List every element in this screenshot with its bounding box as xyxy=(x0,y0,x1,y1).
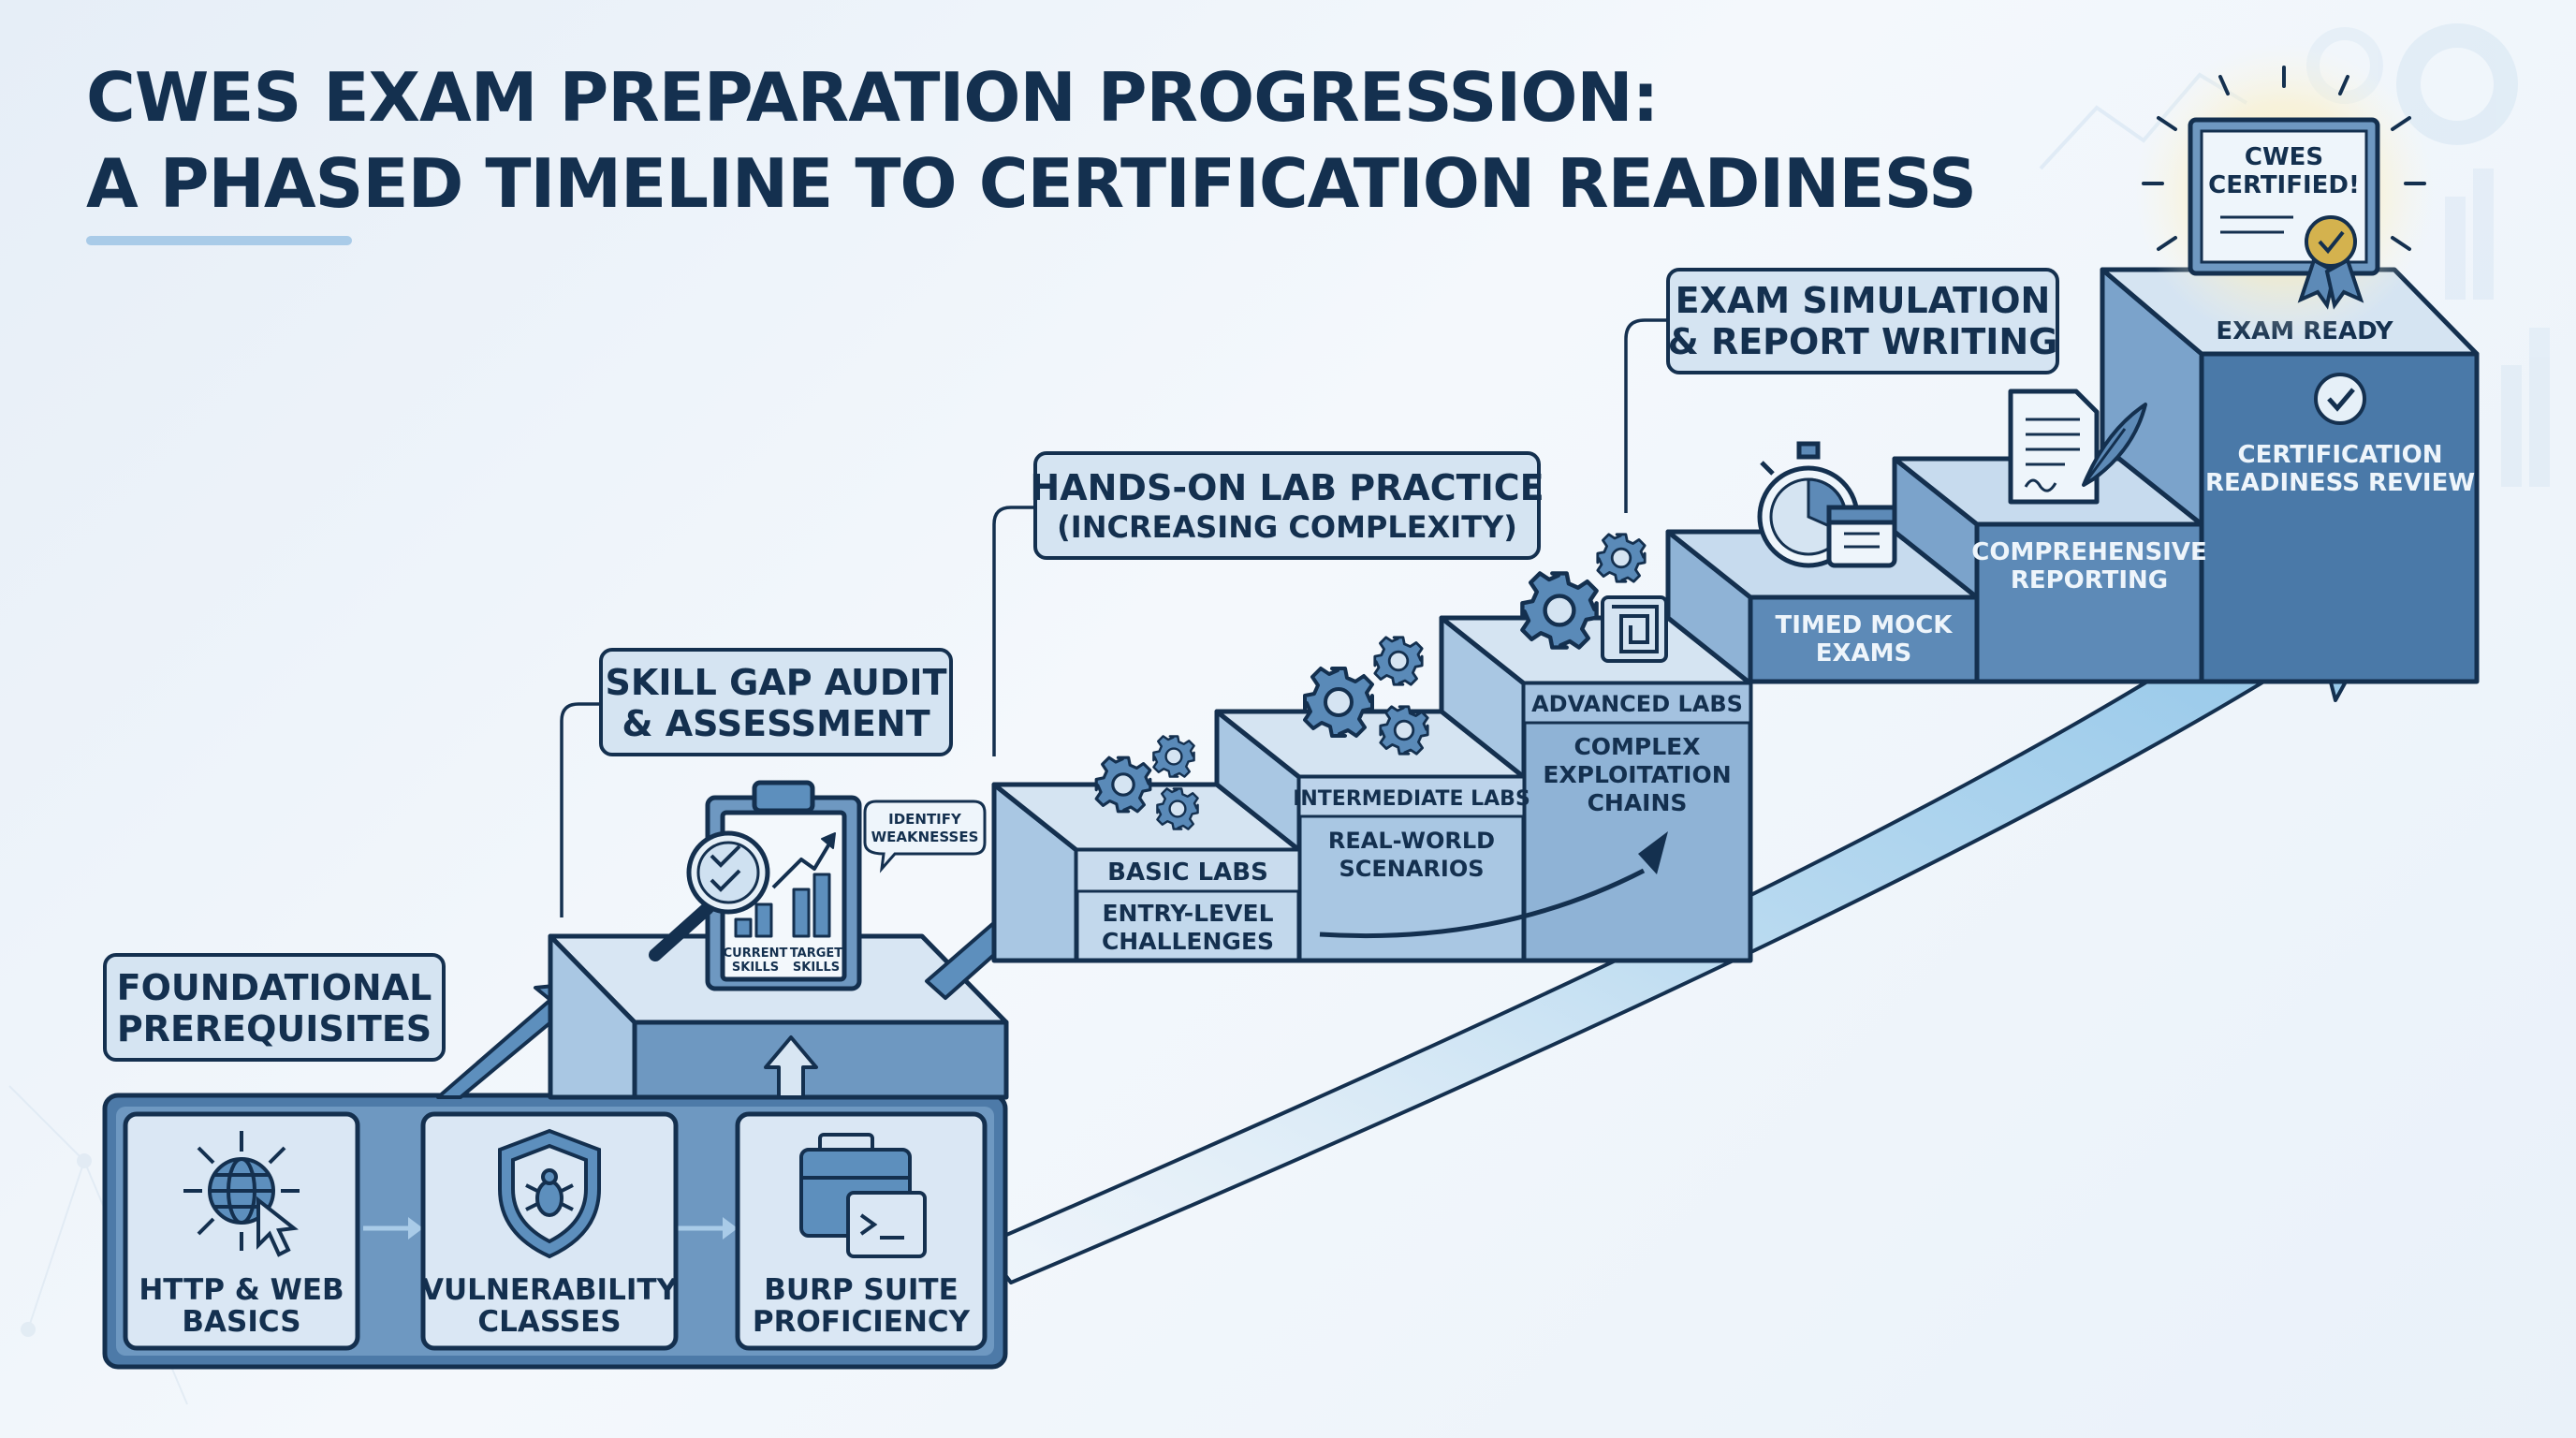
current-skills-line2: SKILLS xyxy=(732,961,779,975)
vuln-label-line1: VULNERABILITY xyxy=(421,1273,678,1307)
skill-gap-line1: SKILL GAP AUDIT xyxy=(606,662,947,703)
phase-foundational: FOUNDATIONAL PREREQUISITES xyxy=(103,953,446,1062)
review-label-line2: READINESS REVIEW xyxy=(2205,469,2475,497)
advanced-gears-maze-icon xyxy=(1522,533,1668,663)
globe-cursor-icon xyxy=(183,1131,300,1257)
intermediate-labs-label: INTERMEDIATE LABS xyxy=(1293,787,1530,811)
exam-sim-line1: EXAM SIMULATION xyxy=(1676,280,2051,321)
mock-label-line2: EXAMS xyxy=(1816,639,1912,668)
background-decoration xyxy=(8,23,2550,1405)
lab-progress-arrow xyxy=(1319,831,1668,939)
intermediate-labs-step: INTERMEDIATE LABS REAL-WORLD SCENARIOS xyxy=(1293,775,1530,882)
basic-labs-step: BASIC LABS ENTRY-LEVEL CHALLENGES xyxy=(1075,848,1301,955)
comprehensive-reporting-step: COMPREHENSIVE REPORTING xyxy=(1971,538,2206,594)
exam-sim-line2: & REPORT WRITING xyxy=(1668,321,2058,362)
check-circle-icon xyxy=(2314,373,2366,425)
vulnerability-classes-card: VULNERABILITY CLASSES xyxy=(420,1111,679,1351)
intermediate-labs-desc1: REAL-WORLD xyxy=(1328,828,1495,854)
certificate-line2: CERTIFIED! xyxy=(2208,171,2360,199)
prereq-flow-arrows xyxy=(363,1217,738,1240)
page-title: CWES EXAM PREPARATION PROGRESSION: A PHA… xyxy=(86,54,1977,227)
report-label-line2: REPORTING xyxy=(2011,566,2168,594)
burp-label-line1: BURP SUITE xyxy=(764,1273,959,1307)
mock-label-line1: TIMED MOCK xyxy=(1776,611,1954,639)
timed-mock-exams-step: TIMED MOCK EXAMS xyxy=(1776,611,1954,668)
basic-labs-desc1: ENTRY-LEVEL xyxy=(1102,900,1273,927)
foundational-line2: PREREQUISITES xyxy=(117,1008,432,1049)
basic-labs-label: BASIC LABS xyxy=(1107,858,1268,887)
current-skills-line1: CURRENT xyxy=(724,946,788,961)
prerequisites-section: HTTP & WEB BASICS VULNERABILITY xyxy=(102,1093,1008,1370)
phase-skill-gap: SKILL GAP AUDIT & ASSESSMENT xyxy=(599,648,953,756)
bubble-line2: WEAKNESSES xyxy=(871,829,979,845)
certificate-line1: CWES xyxy=(2245,143,2323,171)
advanced-labs-desc1: COMPLEX xyxy=(1573,733,1700,760)
advanced-labs-desc2: EXPLOITATION xyxy=(1543,761,1731,788)
basic-labs-desc2: CHALLENGES xyxy=(1102,928,1274,955)
skill-gap-line2: & ASSESSMENT xyxy=(622,703,929,744)
title-line1: CWES EXAM PREPARATION PROGRESSION: xyxy=(86,58,1659,137)
review-label-line1: CERTIFICATION xyxy=(2238,441,2443,469)
certificate-badge: CWES CERTIFIED! xyxy=(2134,43,2434,343)
advanced-labs-label: ADVANCED LABS xyxy=(1531,691,1743,717)
identify-weaknesses-bubble: IDENTIFY WEAKNESSES xyxy=(863,800,987,873)
http-label-line1: HTTP & WEB xyxy=(139,1273,344,1307)
hands-on-line2: (INCREASING COMPLEXITY) xyxy=(1057,509,1517,545)
intermediate-labs-desc2: SCENARIOS xyxy=(1339,856,1484,882)
title-underline xyxy=(86,236,352,245)
shield-bug-icon xyxy=(498,1128,601,1259)
phase-connectors xyxy=(560,318,1668,917)
foundational-line1: FOUNDATIONAL xyxy=(117,967,432,1008)
phase-exam-simulation: EXAM SIMULATION & REPORT WRITING xyxy=(1666,268,2059,374)
burp-suite-card: BURP SUITE PROFICIENCY xyxy=(735,1111,988,1351)
vuln-label-line2: CLASSES xyxy=(477,1305,621,1339)
advanced-labs-desc3: CHAINS xyxy=(1588,789,1688,816)
target-skills-line1: TARGET xyxy=(790,946,842,961)
http-web-basics-card: HTTP & WEB BASICS xyxy=(123,1111,360,1351)
report-label-line1: COMPREHENSIVE xyxy=(1971,538,2206,566)
target-skills-line2: SKILLS xyxy=(793,961,840,975)
stopwatch-calendar-icon xyxy=(1757,441,1897,568)
toolbox-terminal-icon xyxy=(799,1133,927,1258)
bubble-line1: IDENTIFY xyxy=(888,811,962,828)
burp-label-line2: PROFICIENCY xyxy=(753,1305,971,1339)
magnifier-icon xyxy=(649,830,770,961)
advanced-labs-step: ADVANCED LABS COMPLEX EXPLOITATION CHAIN… xyxy=(1522,682,1752,816)
ribbon-seal-icon xyxy=(2297,215,2364,310)
http-label-line2: BASICS xyxy=(182,1305,300,1339)
title-line2: A PHASED TIMELINE TO CERTIFICATION READI… xyxy=(86,144,1977,223)
report-document-quill-icon xyxy=(2008,389,2147,505)
assessment-up-arrow xyxy=(764,1035,818,1099)
hands-on-line1: HANDS-ON LAB PRACTICE xyxy=(1030,467,1544,508)
phase-hands-on: HANDS-ON LAB PRACTICE (INCREASING COMPLE… xyxy=(1030,451,1544,560)
